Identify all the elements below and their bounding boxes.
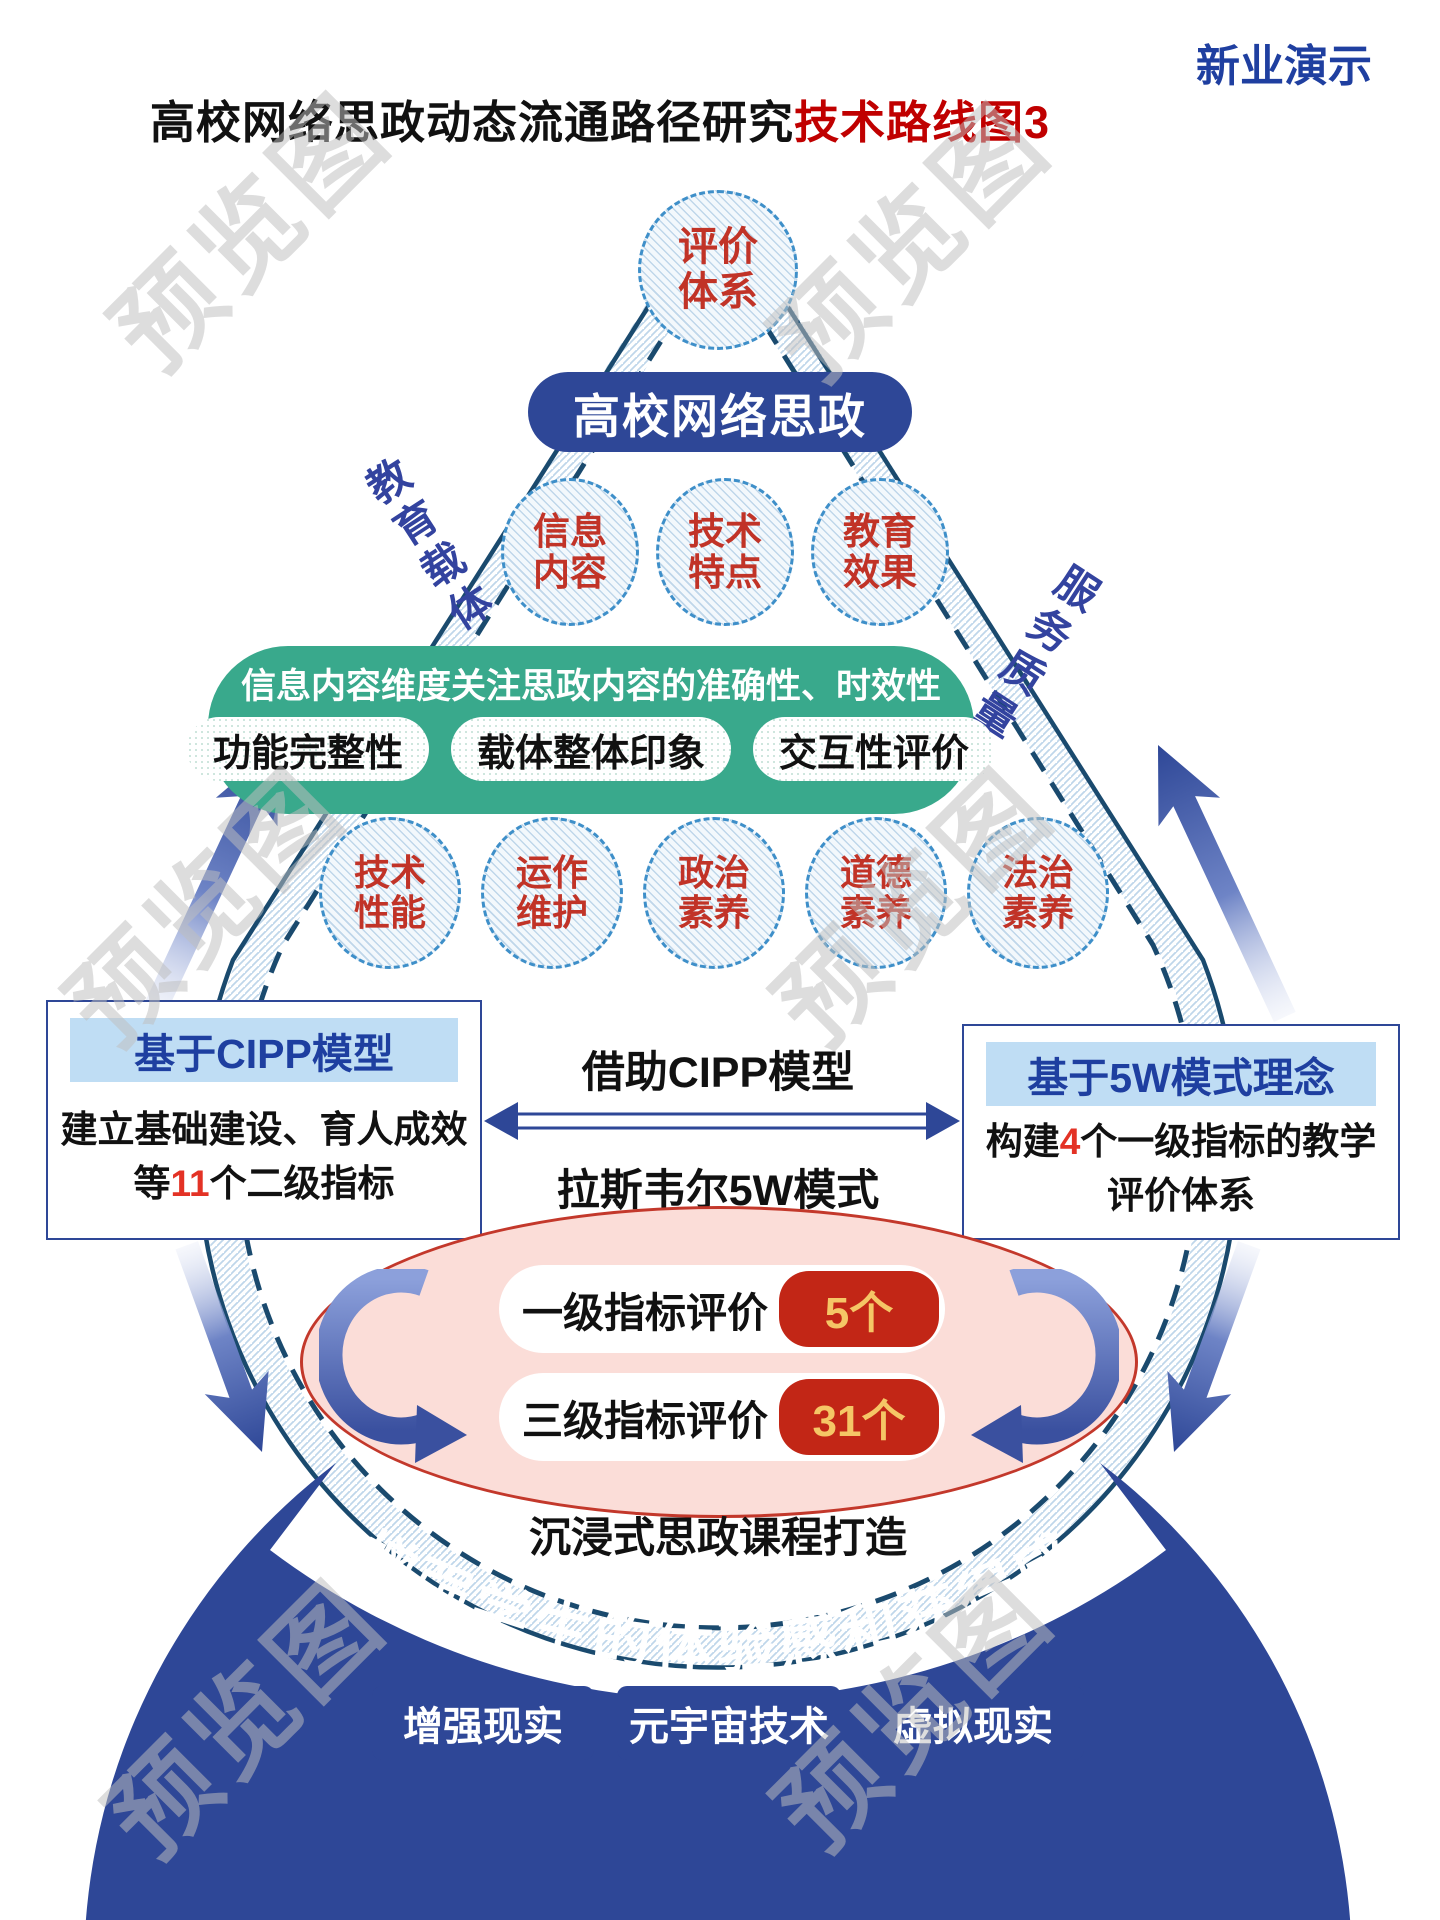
arrow-up-right [1158,745,1296,1022]
body-text: 建立基础建设、育人成效等 [60,1109,468,1204]
body-text: 构建 [985,1121,1060,1163]
arrow-down-right [1167,1241,1261,1452]
circle-line: 特点 [688,552,762,593]
body-highlight: 11 [170,1163,210,1204]
page-title: 高校网络思政动态流通路径研究技术路线图3 [150,86,1050,151]
circle-line: 道德 [839,851,912,893]
cycle-arrow-right [971,1269,1119,1463]
w5-mode-box: 基于5W模式理念 构建4个一级指标的教学评价体系 [962,1024,1400,1240]
circle-line: 运作 [515,851,588,893]
indicator-ellipse: 一级指标评价 5个 三级指标评价 31个 [300,1206,1138,1518]
pill-function-completeness: 功能完整性 [187,717,429,781]
w5-box-body: 构建4个一级指标的教学评价体系 [964,1106,1398,1238]
circle-line: 性能 [353,892,426,933]
circle-line: 技术 [688,510,762,552]
cipp-box-body: 建立基础建设、育人成效等11个二级指标 [48,1082,480,1238]
teardrop-hatch-ribbon [201,190,1235,1665]
legal-literacy-circle: 法治 素养 [967,817,1109,969]
circle-line: 素养 [1001,892,1074,933]
green-panel-title: 信息内容维度关注思政内容的准确性、时效性 [240,667,941,706]
tag-virtual-reality: 虚拟现实 [862,1686,1084,1760]
pill-carrier-impression: 载体整体印象 [451,717,731,781]
body-text: 个一级指标的教学评价体系 [1080,1121,1377,1216]
preview-badge: 新业演示 [1196,42,1372,91]
operation-maintenance-circle: 运作 维护 [481,817,623,969]
edu-effect-circle: 教育 效果 [811,478,949,626]
double-headed-arrow [484,1102,960,1140]
level3-indicator-count: 31个 [779,1379,939,1455]
green-dimension-panel: 信息内容维度关注思政内容的准确性、时效性 功能完整性 载体整体印象 交互性评价 [208,646,974,814]
pill-interactivity-eval: 交互性评价 [753,717,995,781]
level1-indicator-count: 5个 [779,1271,939,1347]
cycle-arrow-left [319,1269,467,1463]
page-title-main: 高校网络思政动态流通路径研究 [150,97,795,148]
info-content-circle: 信息 内容 [501,478,639,626]
circle-line: 信息 [533,510,607,552]
circle-line: 素养 [839,892,912,933]
page-title-highlight: 技术路线图3 [794,97,1051,148]
cipp-help-label: 借助CIPP模型 [581,1049,855,1097]
cipp-box-header: 基于CIPP模型 [70,1018,458,1082]
level3-indicator-row: 三级指标评价 31个 [499,1373,945,1461]
level1-indicator-row: 一级指标评价 5个 [499,1265,945,1353]
circle-line: 体系 [678,270,758,314]
tech-performance-circle: 技术 性能 [319,817,461,969]
circle-line: 法治 [1001,851,1074,893]
moral-literacy-circle: 道德 素养 [805,817,947,969]
cipp-model-box: 基于CIPP模型 建立基础建设、育人成效等11个二级指标 [46,1000,482,1240]
body-highlight: 4 [1059,1121,1081,1163]
level3-indicator-label: 三级指标评价 [522,1398,768,1444]
tag-metaverse-tech: 元宇宙技术 [617,1686,841,1760]
evaluation-system-circle: 评价 体系 [638,190,798,350]
immersive-course-label: 沉浸式思政课程打造 [528,1514,907,1561]
green-panel-pills: 功能完整性 载体整体印象 交互性评价 [187,717,995,781]
circle-line: 评价 [678,225,758,270]
tech-features-circle: 技术 特点 [656,478,794,626]
body-text: 个二级指标 [209,1163,395,1204]
political-literacy-circle: 政治 素养 [643,817,785,969]
level1-indicator-label: 一级指标评价 [522,1290,768,1336]
w5-box-header: 基于5W模式理念 [986,1042,1376,1106]
circle-line: 效果 [843,552,917,593]
arrow-down-left [175,1241,269,1452]
circle-line: 内容 [533,552,607,593]
circle-line: 技术 [353,851,426,893]
tag-augmented-reality: 增强现实 [372,1686,594,1760]
circle-line: 政治 [677,851,750,893]
pyramid-title-pill: 高校网络思政 [528,372,912,452]
flow-arrows [140,745,1296,1452]
circle-line: 教育 [843,510,917,552]
circle-line: 维护 [515,892,588,933]
arrow-up-left [140,745,278,1022]
circle-line: 素养 [677,892,750,933]
teardrop-solid-outline [195,192,1241,1670]
